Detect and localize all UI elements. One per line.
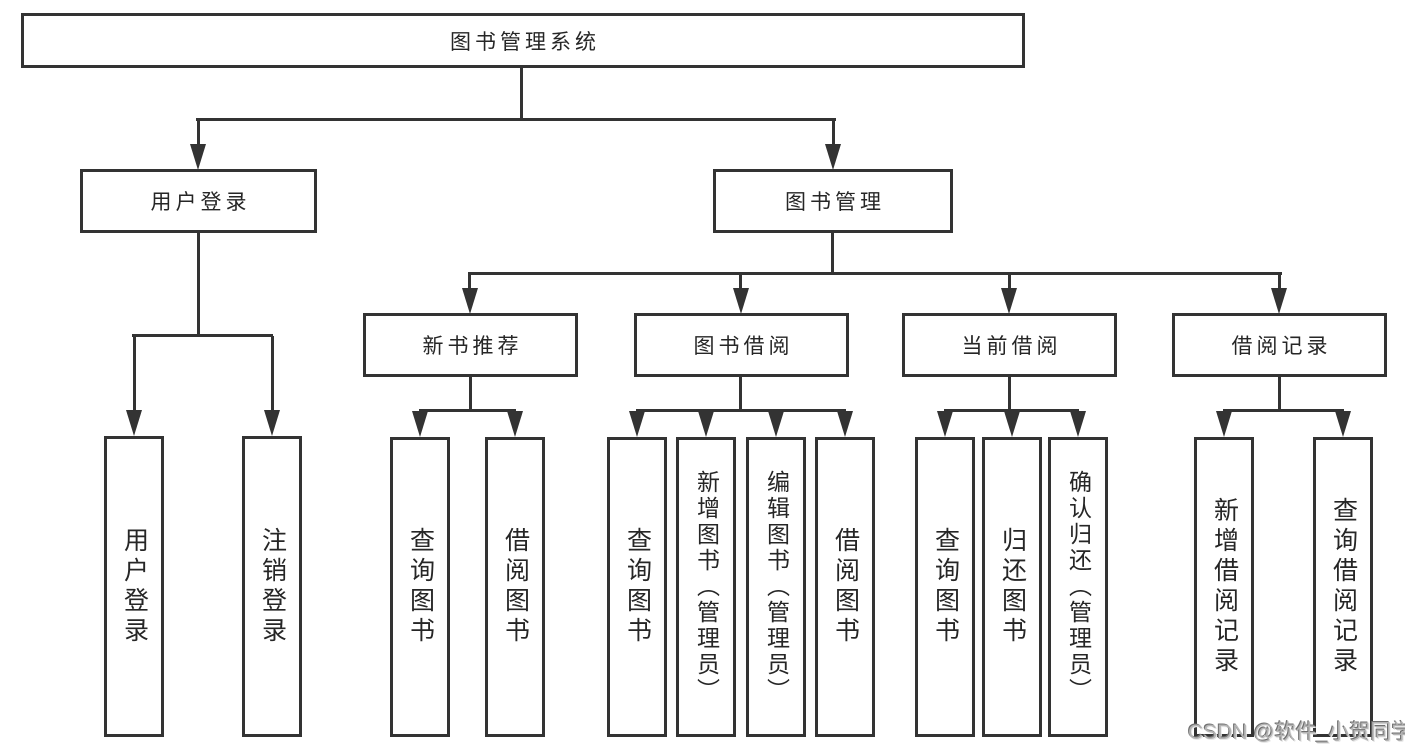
node-label: 新增图书（管理员） [693,470,720,704]
leaf-logout: 注销登录 [242,436,302,737]
arrowhead-down [1271,288,1287,314]
node-label: 借阅图书 [501,527,530,647]
connector-line [831,232,834,274]
connector-line [469,376,472,411]
watermark-text: CSDN @软件_小贺同学 [1188,721,1405,744]
arrowhead-down [462,288,478,314]
connector-line [832,118,835,146]
node-book-management: 图书管理 [713,169,953,233]
arrowhead-down [768,411,784,437]
arrowhead-down [1216,411,1232,437]
connector-line [468,272,1282,275]
node-book-borrow: 图书借阅 [634,313,849,377]
connector-line [739,376,742,411]
arrowhead-down [698,411,714,437]
arrowhead-down [264,410,280,436]
connector-line [1008,274,1011,290]
leaf-records-query-record: 查询借阅记录 [1313,437,1373,737]
arrowhead-down [1004,411,1020,437]
node-label: 查询借阅记录 [1329,497,1358,677]
node-label: 用户登录 [120,526,149,647]
node-label: 注销登录 [258,526,287,647]
node-label: 编辑图书（管理员） [763,470,790,704]
leaf-current-return-books: 归还图书 [982,437,1042,737]
connector-line [944,409,1079,412]
leaf-rec-borrow-books: 借阅图书 [485,437,545,737]
connector-line [197,118,200,146]
arrowhead-down [733,288,749,314]
connector-line [1278,376,1281,411]
node-label: 图书借阅 [693,335,794,358]
node-library-system: 图书管理系统 [21,13,1025,68]
leaf-user-login: 用户登录 [104,436,164,737]
node-label: 查询图书 [931,527,960,647]
connector-line [636,409,846,412]
node-label: 图书管理 [785,191,885,214]
arrowhead-down [190,144,206,170]
leaf-current-query-books: 查询图书 [915,437,975,737]
arrowhead-down [1070,411,1086,437]
leaf-rec-query-books: 查询图书 [390,437,450,737]
node-label: 新书推荐 [422,335,523,358]
node-label: 借阅图书 [831,527,860,647]
connector-line [419,409,516,412]
node-label: 当前借阅 [961,335,1062,358]
node-new-book-recommend: 新书推荐 [363,313,578,377]
connector-line [520,68,523,120]
leaf-borrow-edit-books-admin: 编辑图书（管理员） [746,437,806,737]
arrowhead-down [126,410,142,436]
leaf-borrow-query-books: 查询图书 [607,437,667,737]
node-label: 归还图书 [998,527,1027,647]
node-borrow-records: 借阅记录 [1172,313,1387,377]
arrowhead-down [412,411,428,437]
node-label: 查询图书 [406,527,435,647]
connector-line [133,336,136,412]
connector-line [468,274,471,290]
connector-line [1278,274,1281,290]
connector-line [132,334,273,337]
arrowhead-down [837,411,853,437]
node-label: 借阅记录 [1231,335,1332,358]
leaf-borrow-borrow-books: 借阅图书 [815,437,875,737]
arrowhead-down [507,411,523,437]
arrowhead-down [1335,411,1351,437]
arrowhead-down [825,144,841,170]
arrowhead-down [937,411,953,437]
node-label: 用户登录 [150,191,251,214]
connector-line [1008,376,1011,411]
connector-line [196,118,836,121]
leaf-current-confirm-return-admin: 确认归还（管理员） [1048,437,1108,737]
node-user-login: 用户登录 [80,169,317,233]
node-label: 图书管理系统 [450,30,600,54]
node-label: 新增借阅记录 [1210,497,1239,677]
arrowhead-down [629,411,645,437]
connector-line [1223,409,1344,412]
connector-line [197,232,200,336]
leaf-records-add-record: 新增借阅记录 [1194,437,1254,737]
connector-line [271,336,274,412]
leaf-borrow-add-books-admin: 新增图书（管理员） [676,437,736,737]
node-current-borrow: 当前借阅 [902,313,1117,377]
node-label: 查询图书 [623,527,652,647]
node-label: 确认归还（管理员） [1065,470,1092,704]
connector-line [739,274,742,290]
arrowhead-down [1001,288,1017,314]
